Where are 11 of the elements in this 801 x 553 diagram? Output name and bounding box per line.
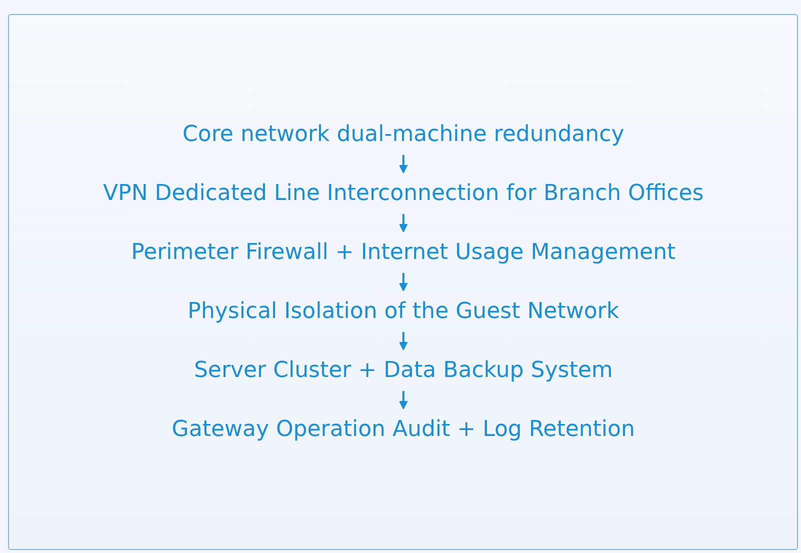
node-text: Perimeter Firewall + Internet Usage Management xyxy=(130,240,676,265)
arrow xyxy=(398,332,408,350)
arrow xyxy=(398,214,408,232)
arrow xyxy=(398,273,408,292)
arrow xyxy=(398,391,408,410)
node-text: VPN Dedicated Line Interconnection for Branch Offices xyxy=(102,181,704,206)
arrow xyxy=(398,155,408,174)
node-text: Core network dual-machine redundancy xyxy=(182,122,624,147)
node-text: Gateway Operation Audit + Log Retention xyxy=(171,417,635,442)
node-text: Server Cluster + Data Backup System xyxy=(194,358,612,383)
node-text: Physical Isolation of the Guest Network xyxy=(187,299,619,324)
